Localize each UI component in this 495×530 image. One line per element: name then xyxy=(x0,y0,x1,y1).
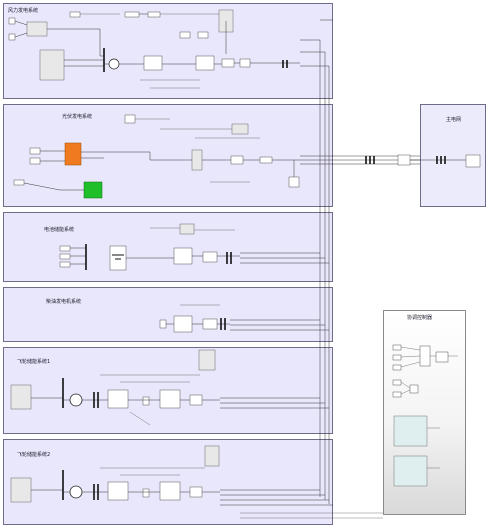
flywheel1-subsystem-title: 飞轮储能系统1 xyxy=(17,359,51,365)
main-grid-title: 主电网 xyxy=(446,117,462,123)
battery-subsystem[interactable]: 电池储能系统 xyxy=(3,212,333,282)
flywheel2-subsystem-title: 飞轮储能系统2 xyxy=(17,452,51,458)
main-grid-block[interactable]: 主电网 xyxy=(420,104,486,207)
wind-subsystem-title: 风力发电系统 xyxy=(8,8,39,14)
wind-subsystem[interactable]: 风力发电系统 xyxy=(3,3,333,99)
battery-subsystem-title: 电池储能系统 xyxy=(44,227,75,233)
coordination-controller[interactable]: 协调控制器 xyxy=(383,310,466,515)
pv-subsystem[interactable]: 光伏发电系统 xyxy=(3,104,333,207)
diesel-subsystem-title: 柴油发电机系统 xyxy=(46,299,82,305)
flywheel1-subsystem[interactable]: 飞轮储能系统1 xyxy=(3,347,333,434)
diesel-subsystem[interactable]: 柴油发电机系统 xyxy=(3,287,333,342)
flywheel2-subsystem[interactable]: 飞轮储能系统2 xyxy=(3,439,333,525)
controller-title: 协调控制器 xyxy=(407,315,433,321)
pv-subsystem-title: 光伏发电系统 xyxy=(62,114,93,120)
